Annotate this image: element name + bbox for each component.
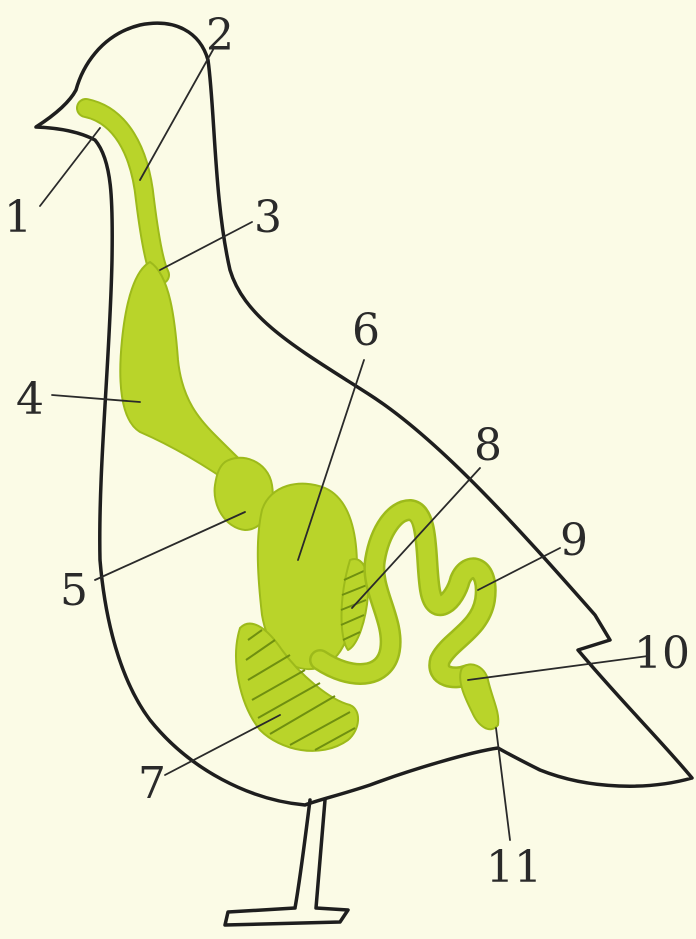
label-5: 5 [60, 565, 88, 616]
label-10: 10 [634, 628, 690, 679]
label-1: 1 [4, 192, 32, 243]
leader-11 [496, 728, 510, 840]
label-8: 8 [474, 420, 502, 471]
label-3: 3 [254, 192, 282, 243]
label-11: 11 [486, 842, 542, 893]
leader-3 [160, 222, 252, 270]
label-9: 9 [560, 515, 588, 566]
label-2: 2 [206, 10, 234, 61]
label-4: 4 [16, 374, 44, 425]
leader-10 [468, 656, 648, 680]
leader-2 [140, 48, 214, 180]
leader-7 [165, 715, 280, 775]
rectum [460, 664, 498, 729]
label-7: 7 [138, 758, 166, 809]
leader-1 [40, 128, 100, 206]
label-6: 6 [352, 305, 380, 356]
leader-5 [95, 512, 245, 580]
legs [225, 800, 348, 925]
number-labels: 1 2 3 4 5 6 7 8 9 10 11 [4, 10, 690, 893]
